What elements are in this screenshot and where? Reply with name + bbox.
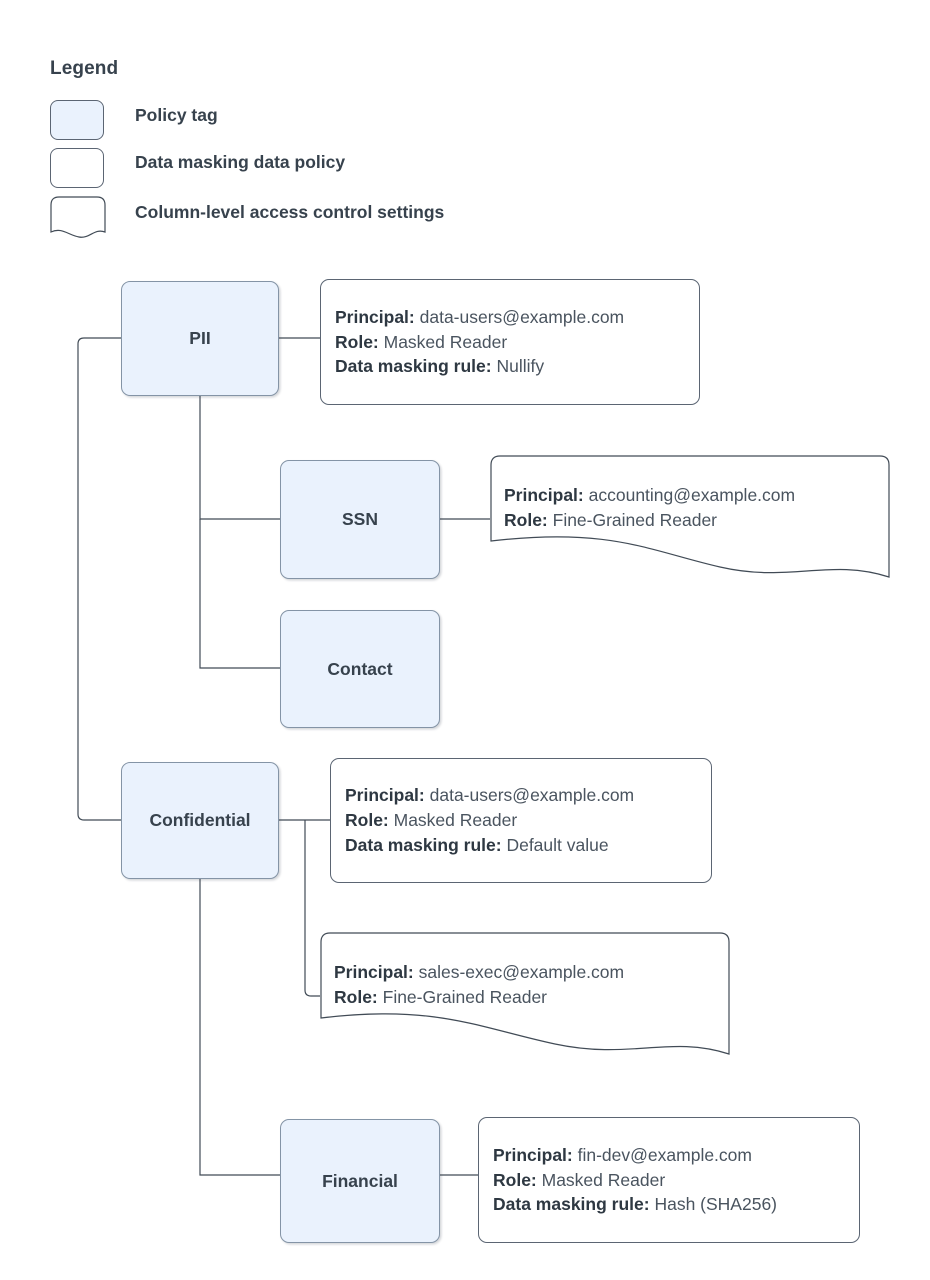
detail-financial-role: Role: Masked Reader [493, 1168, 859, 1193]
legend-label-data-masking-policy: Data masking data policy [135, 152, 346, 172]
label-principal: Principal: [334, 962, 414, 982]
detail-pii-role: Role: Masked Reader [335, 330, 699, 355]
value-role: Fine-Grained Reader [552, 509, 718, 530]
detail-ssn-access: Principal: accounting@example.com Role: … [490, 455, 890, 585]
label-principal: Principal: [345, 785, 425, 806]
value-principal: data-users@example.com [419, 306, 625, 327]
label-masking-rule: Data masking rule: [345, 834, 502, 855]
value-masking-rule: Hash (SHA256) [654, 1194, 778, 1215]
node-financial-label: Financial [322, 1170, 398, 1191]
value-principal: data-users@example.com [429, 785, 635, 806]
label-role: Role: [493, 1169, 537, 1190]
detail-pii-policy: Principal: data-users@example.com Role: … [320, 279, 700, 405]
value-masking-rule: Default value [506, 834, 609, 855]
value-role: Masked Reader [383, 331, 508, 352]
value-role: Masked Reader [393, 810, 518, 831]
label-principal: Principal: [504, 485, 584, 505]
node-pii-label: PII [189, 328, 211, 348]
detail-financial-policy: Principal: fin-dev@example.com Role: Mas… [478, 1117, 860, 1243]
node-confidential[interactable]: Confidential [121, 762, 279, 879]
detail-confidential-principal: Principal: data-users@example.com [345, 783, 711, 808]
detail-financial-principal: Principal: fin-dev@example.com [493, 1143, 859, 1168]
legend-label-column-access-settings: Column-level access control settings [135, 202, 445, 222]
value-principal: accounting@example.com [588, 485, 796, 505]
value-principal: sales-exec@example.com [418, 962, 625, 982]
legend-swatch-data-masking-policy [50, 148, 104, 188]
node-contact[interactable]: Contact [280, 610, 440, 728]
detail-ssn-principal: Principal: accounting@example.com [504, 483, 890, 508]
detail-confidential-policy: Principal: data-users@example.com Role: … [330, 758, 712, 883]
node-ssn[interactable]: SSN [280, 460, 440, 579]
detail-confidential-role: Role: Masked Reader [345, 808, 711, 833]
detail-confidential-access-principal: Principal: sales-exec@example.com [334, 960, 730, 985]
label-role: Role: [335, 331, 379, 352]
value-role: Masked Reader [541, 1169, 666, 1190]
label-role: Role: [345, 810, 389, 831]
node-pii[interactable]: PII [121, 281, 279, 396]
node-financial[interactable]: Financial [280, 1119, 440, 1243]
label-masking-rule: Data masking rule: [335, 356, 492, 377]
legend-title: Legend [50, 58, 119, 79]
label-principal: Principal: [335, 306, 415, 327]
detail-confidential-masking-rule: Data masking rule: Default value [345, 833, 711, 858]
detail-pii-masking-rule: Data masking rule: Nullify [335, 354, 699, 379]
value-role: Fine-Grained Reader [382, 986, 548, 1007]
node-confidential-label: Confidential [149, 810, 251, 830]
node-contact-label: Contact [327, 658, 393, 679]
label-masking-rule: Data masking rule: [493, 1194, 650, 1215]
legend-label-policy-tag: Policy tag [135, 105, 218, 125]
detail-ssn-role: Role: Fine-Grained Reader [504, 508, 890, 533]
label-role: Role: [504, 509, 548, 530]
value-principal: fin-dev@example.com [577, 1144, 752, 1165]
node-ssn-label: SSN [342, 509, 378, 529]
label-role: Role: [334, 986, 378, 1007]
detail-pii-principal: Principal: data-users@example.com [335, 305, 699, 330]
label-principal: Principal: [493, 1144, 573, 1165]
legend-swatch-policy-tag [50, 100, 104, 140]
value-masking-rule: Nullify [496, 356, 545, 377]
legend-swatch-column-access-settings [50, 196, 106, 240]
detail-confidential-access-role: Role: Fine-Grained Reader [334, 985, 730, 1010]
detail-financial-masking-rule: Data masking rule: Hash (SHA256) [493, 1192, 859, 1217]
detail-confidential-access: Principal: sales-exec@example.com Role: … [320, 932, 730, 1062]
